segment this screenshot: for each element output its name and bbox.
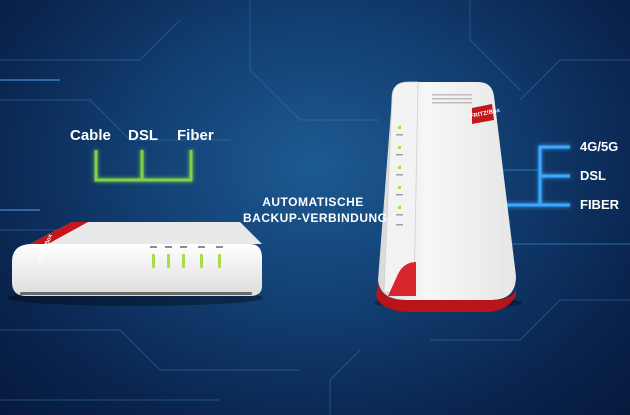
tower-red-accent [472,104,494,124]
router-led-indicators [152,254,221,268]
input-lines [94,150,193,182]
input-label-dsl: DSL [128,127,158,144]
dsl-router-device [7,222,263,306]
input-label-cable: Cable [70,127,111,144]
backup-label-line1: AUTOMATISCHE [262,195,364,209]
tower-led-indicators [398,126,401,209]
output-label-4g5g: 4G/5G [580,139,619,154]
router-red-accent [30,222,88,244]
backup-label-line2: BACKUP-VERBINDUNG [243,211,388,225]
input-label-fiber: Fiber [177,127,214,144]
output-label-dsl: DSL [580,168,606,183]
output-label-fiber: FIBER [580,197,619,212]
5g-router-device [374,81,522,312]
